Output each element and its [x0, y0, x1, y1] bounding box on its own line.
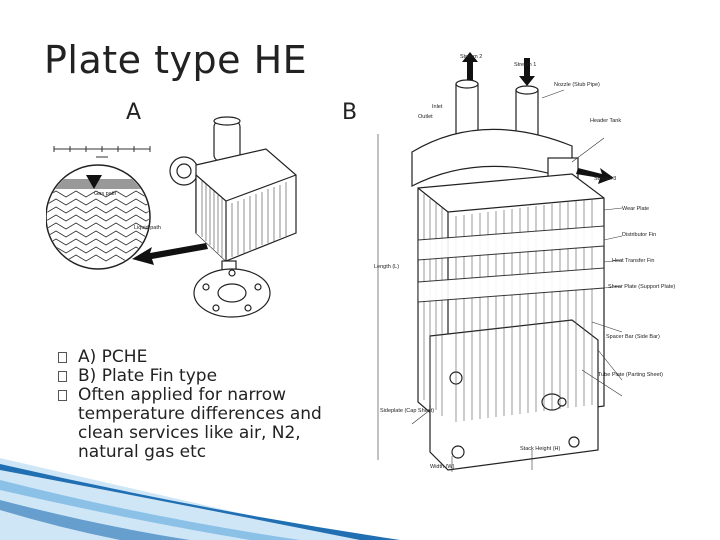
callout-wear: Wear Plate [622, 206, 649, 212]
pche-illustration: Gas path Liquid path [46, 116, 297, 318]
callout-stream3: Stream 3 [594, 176, 616, 182]
callout-stream1: Stream 1 [514, 62, 536, 68]
callout-outlet: Outlet [418, 114, 433, 120]
callout-spacer: Spacer Bar (Side Bar) [606, 334, 660, 340]
callout-header: Header Tank [590, 118, 621, 124]
plate-fin-illustration: Stream 2 Stream 1 Nozzle (Stub Pipe) Inl… [374, 52, 675, 472]
figure-b-label: B [342, 100, 358, 125]
magnified-section: Gas path Liquid path [46, 164, 161, 270]
callout-gas-path: Gas path [94, 191, 116, 197]
scale-bar [53, 146, 151, 158]
callout-shear: Shear Plate (Support Plate) [608, 284, 675, 290]
slide-title: Plate type HE [44, 38, 308, 82]
bullet-item: B) Plate Fin type [58, 367, 358, 386]
callout-stream2: Stream 2 [460, 54, 482, 60]
callout-stack: Stack Height (H) [520, 446, 561, 452]
bullet-list: A) PCHE B) Plate Fin type Often applied … [58, 348, 358, 462]
decorative-ribbon [0, 458, 400, 540]
callout-inlet: Inlet [432, 104, 443, 110]
figure-a-label: A [126, 100, 142, 125]
bullet-item: A) PCHE [58, 348, 358, 367]
bullet-square-icon [58, 352, 67, 363]
callout-tube: Tube Plate (Parting Sheet) [598, 372, 663, 378]
callout-distributor: Distributor Fin [622, 232, 656, 238]
callout-sideplate: Sideplate (Cap Sheet) [380, 408, 434, 414]
callout-width: Width (W) [430, 464, 455, 470]
pche-body [169, 116, 297, 318]
callout-liquid-path: Liquid path [134, 225, 161, 231]
bullet-square-icon [58, 371, 67, 382]
callout-heat: Heat Transfer Fin [612, 258, 655, 264]
callout-nozzle: Nozzle (Stub Pipe) [554, 82, 600, 88]
callout-length: Length (L) [374, 264, 399, 270]
stream-arrows [462, 52, 614, 184]
bullet-item: Often applied for narrow temperature dif… [58, 386, 358, 462]
pointer-arrow [132, 243, 208, 265]
bullet-square-icon [58, 390, 67, 401]
